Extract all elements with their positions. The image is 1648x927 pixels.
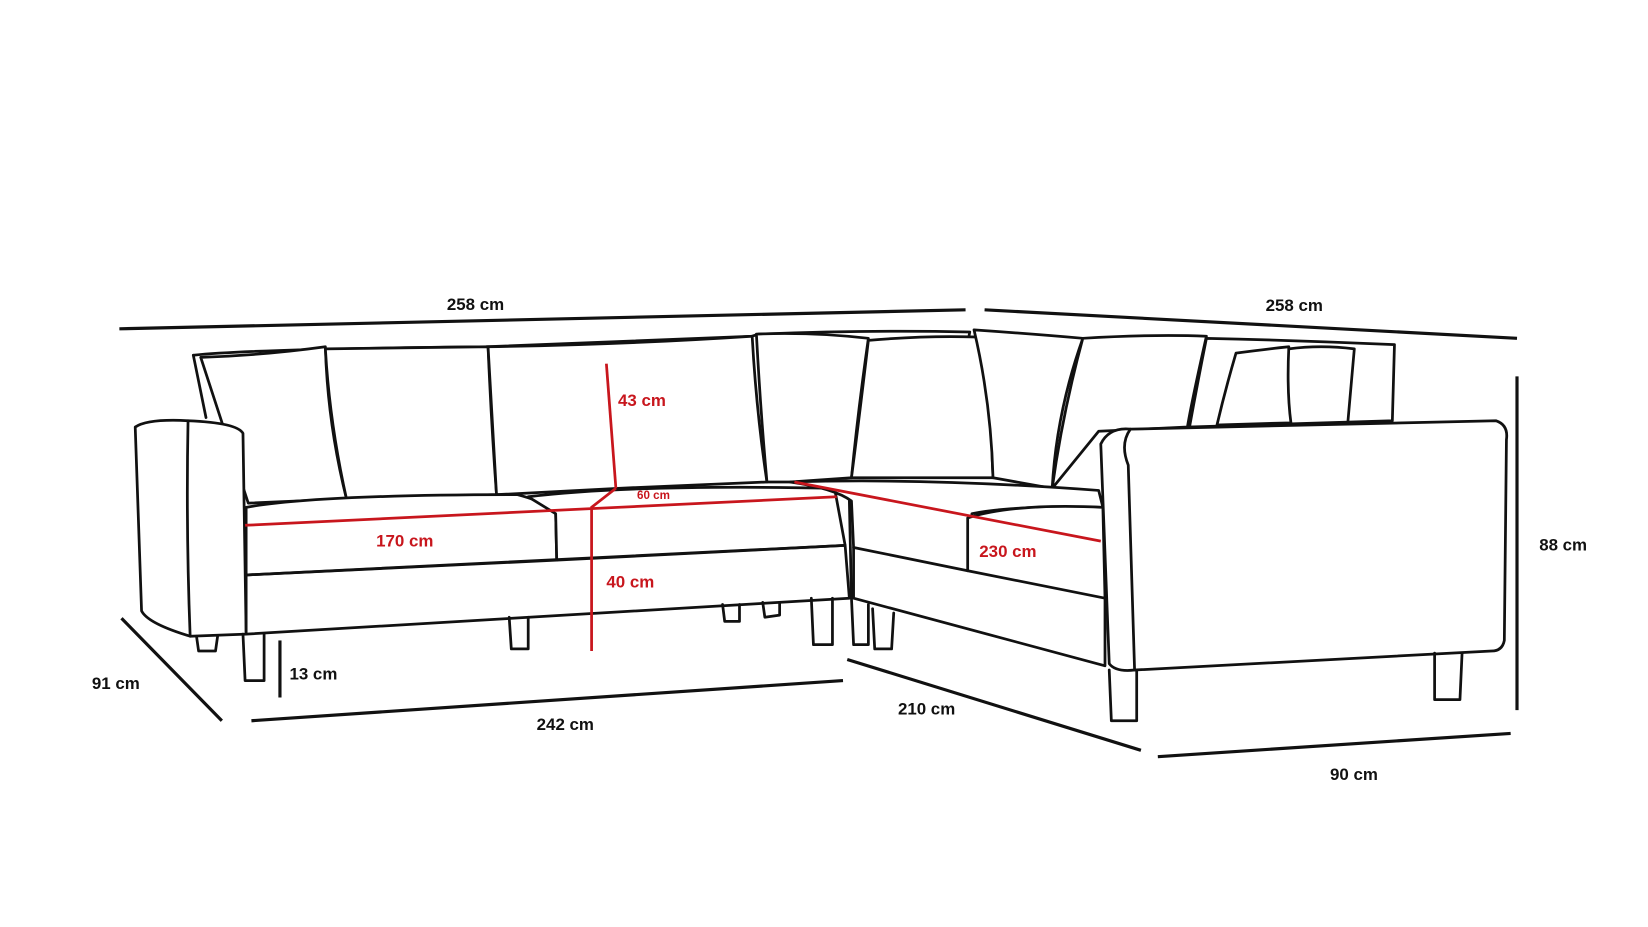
dim-front-right-inner: 210 cm: [898, 699, 955, 718]
interior-dimensions: 43 cm 40 cm 60 cm 170 cm 230 cm: [245, 363, 1102, 652]
legs: [195, 596, 1464, 723]
sofa-drawing: [133, 328, 1509, 723]
dim-right-depth: 90 cm: [1330, 765, 1378, 784]
dim-back-left-width: 258 cm: [447, 295, 504, 314]
dim-backrest-height: 43 cm: [618, 391, 666, 410]
dim-seat-left-width: 170 cm: [376, 531, 433, 550]
dim-front-left-width: 242 cm: [537, 715, 594, 734]
back-pillow: [1215, 345, 1293, 427]
dim-seat-depth: 60 cm: [637, 489, 670, 502]
dim-leg-height: 13 cm: [289, 665, 337, 684]
dim-back-right-width: 258 cm: [1266, 296, 1323, 315]
dim-total-height: 88 cm: [1539, 536, 1587, 555]
right-armrest: [1099, 419, 1509, 672]
dim-seat-height: 40 cm: [606, 573, 654, 592]
dim-seat-right-width: 230 cm: [979, 542, 1036, 561]
dim-left-depth: 91 cm: [92, 674, 140, 693]
back-cushion: [972, 328, 1085, 490]
left-base: [244, 543, 851, 636]
back-cushion: [1050, 334, 1208, 490]
back-cushion: [324, 345, 498, 501]
back-cushion: [486, 334, 769, 497]
left-armrest: [133, 418, 248, 638]
back-cushion: [755, 332, 870, 484]
right-base: [852, 546, 1107, 668]
outer-dimensions: 258 cm 258 cm 88 cm 91 cm 242 cm 210 cm …: [92, 295, 1587, 784]
